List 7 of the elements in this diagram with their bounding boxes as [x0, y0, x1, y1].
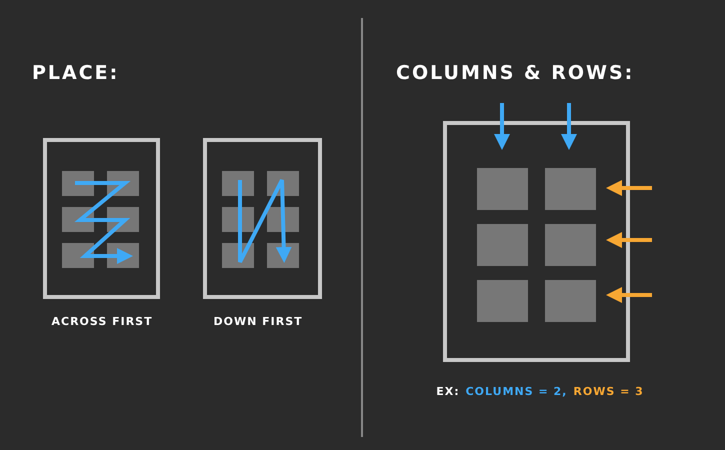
rows-value: ROWS = 3	[573, 385, 644, 398]
columns-value: COLUMNS = 2,	[466, 385, 568, 398]
caption: DOWN FIRST	[214, 315, 303, 328]
example-prefix: EX:	[436, 385, 460, 398]
section-heading: COLUMNS & ROWS:	[396, 62, 634, 84]
section-heading: PLACE:	[32, 62, 120, 84]
caption: ACROSS FIRST	[52, 315, 153, 328]
